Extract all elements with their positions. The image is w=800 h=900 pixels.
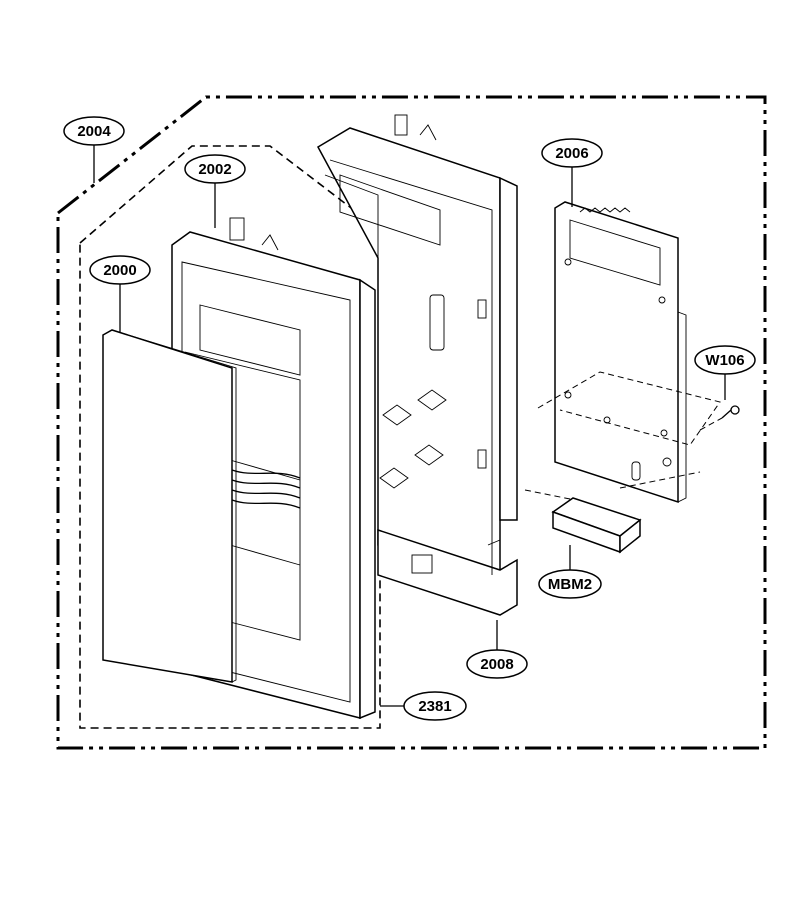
- svg-text:W106: W106: [705, 352, 744, 369]
- callout-2381: 2381: [403, 691, 467, 721]
- assembly-guide-lines: [524, 371, 723, 501]
- callout-mbm2: MBM2: [538, 569, 602, 599]
- svg-text:MBM2: MBM2: [548, 576, 592, 593]
- assembly-boundary-2004: [56, 95, 767, 750]
- svg-text:2004: 2004: [77, 123, 111, 140]
- svg-text:2000: 2000: [103, 262, 136, 279]
- screw-w106: [721, 405, 740, 419]
- membrane-sheet-2000: [102, 329, 237, 683]
- callout-2006: 2006: [541, 138, 603, 168]
- pcb-board-2006: [554, 201, 687, 504]
- svg-text:2002: 2002: [198, 161, 231, 178]
- module-mbm2: [551, 497, 642, 554]
- svg-text:2381: 2381: [418, 698, 451, 715]
- callout-2000: 2000: [89, 255, 151, 285]
- callout-2004: 2004: [63, 116, 125, 146]
- svg-text:2008: 2008: [480, 656, 513, 673]
- callout-2002: 2002: [184, 154, 246, 184]
- callout-w106: W106: [694, 345, 756, 375]
- svg-text:2006: 2006: [555, 145, 588, 162]
- callout-2008: 2008: [466, 649, 528, 679]
- control-box-2008: [316, 114, 518, 616]
